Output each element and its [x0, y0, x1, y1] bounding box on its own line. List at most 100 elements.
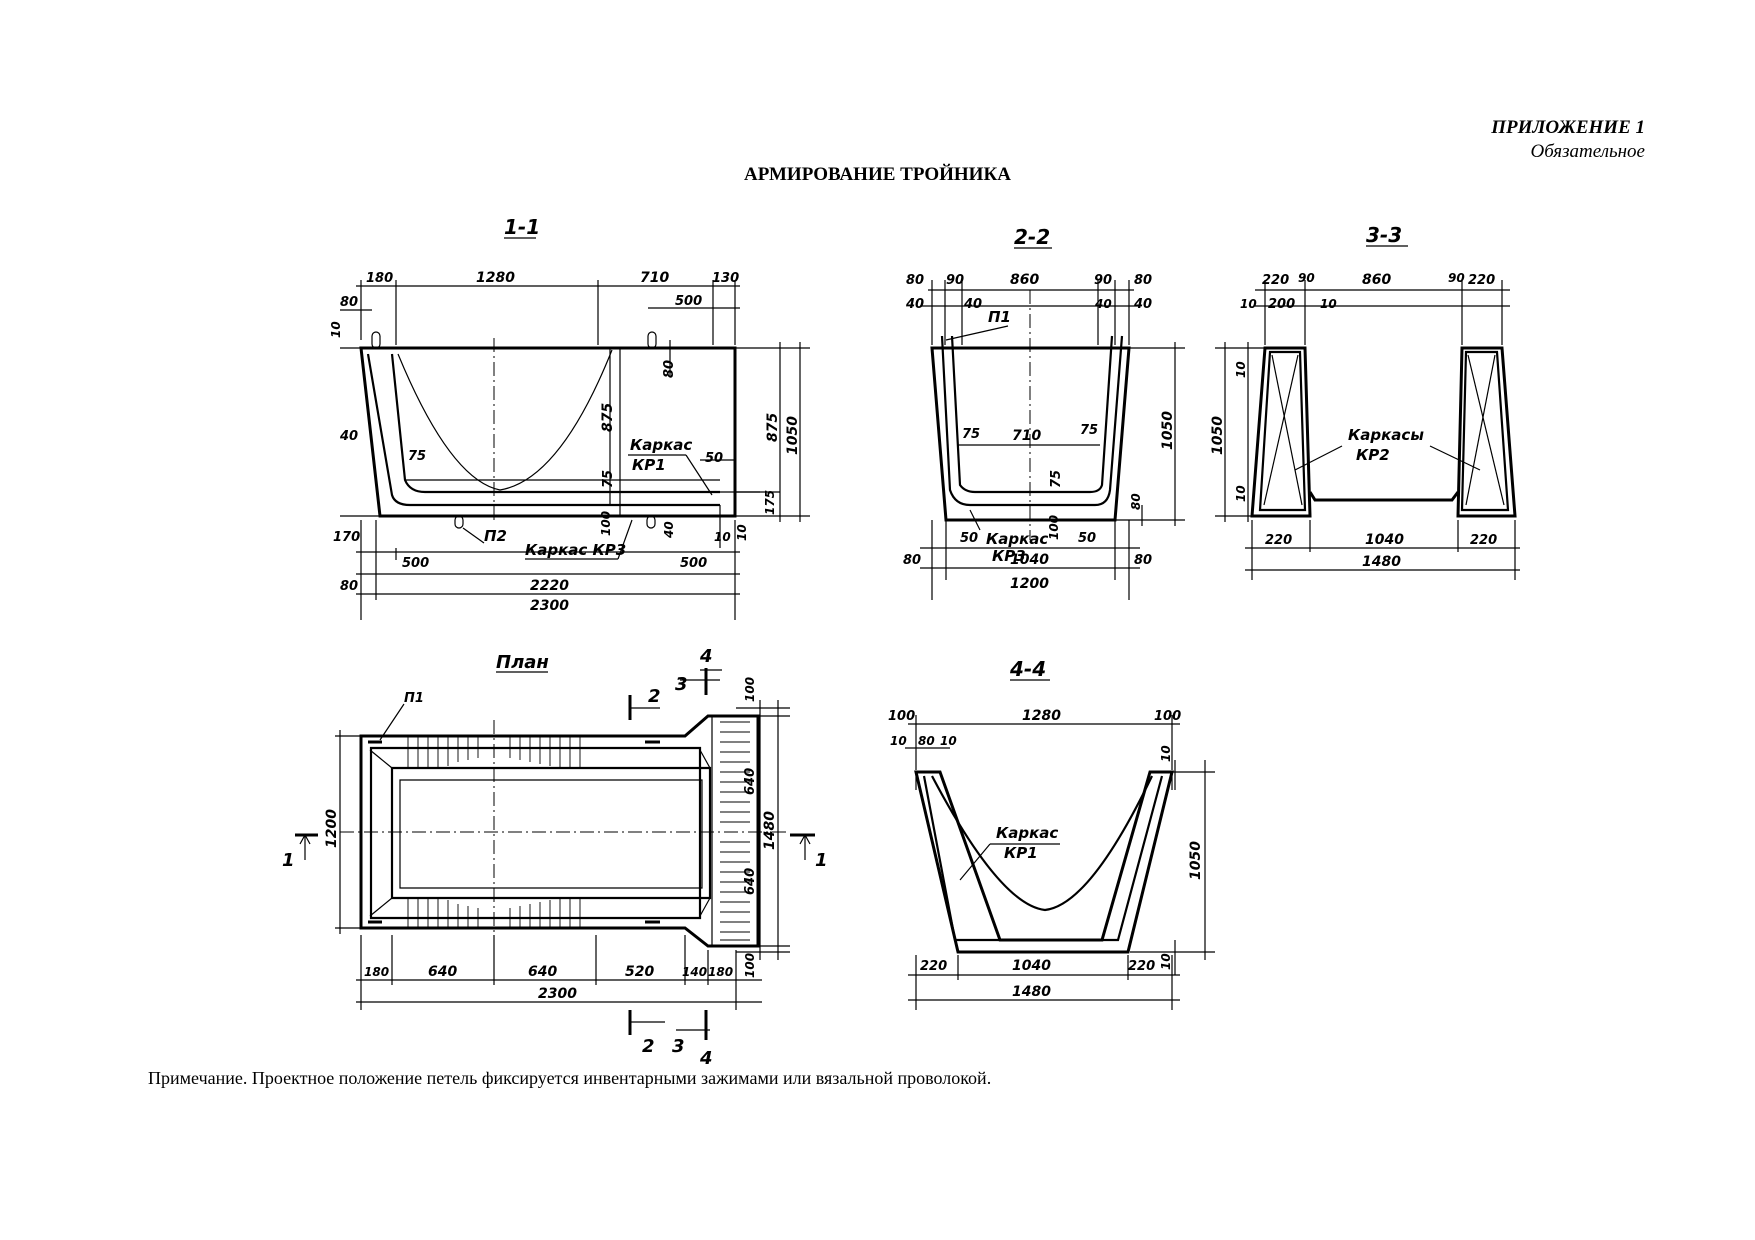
dim: 640: [743, 868, 758, 895]
dim: 1040: [1012, 958, 1051, 974]
plan-outline: [359, 714, 760, 948]
dim: 180: [364, 965, 389, 979]
dim: 10: [1159, 745, 1173, 762]
dim: 10: [1234, 361, 1248, 378]
dim: 100: [743, 677, 757, 702]
dim: 50: [1078, 531, 1096, 546]
plan-view: План: [282, 646, 828, 1069]
dim: 80: [918, 734, 935, 748]
dim: 75: [1080, 423, 1098, 438]
label-kr1-code: КР1: [632, 456, 666, 474]
label-kr3: Каркас КР3: [525, 541, 626, 559]
dim: 180: [708, 965, 733, 979]
footnote: Примечание. Проектное положение петель ф…: [148, 1068, 992, 1088]
label-kr2-code: КР2: [1356, 446, 1390, 464]
dim: 1050: [1210, 416, 1226, 455]
cut-label: 2: [642, 1036, 655, 1057]
dim: 40: [905, 297, 924, 312]
cut-label: 4: [699, 646, 713, 667]
dim: 40: [662, 521, 676, 539]
dim: 75: [601, 470, 616, 488]
dim: 10: [1240, 297, 1257, 311]
dim: 75: [1049, 470, 1064, 488]
section-title: 1-1: [504, 215, 540, 239]
dim: 1050: [1188, 841, 1204, 880]
section-3-3: 3-3: [1210, 223, 1520, 580]
section-2-2: 2-2: [903, 225, 1185, 600]
dim: 80: [1129, 493, 1143, 510]
dim: 80: [662, 360, 677, 378]
dim: 90: [1298, 271, 1315, 285]
dim: 200: [1268, 297, 1295, 312]
appendix-block: ПРИЛОЖЕНИЕ 1 Обязательное: [1491, 116, 1645, 164]
dim: 2300: [530, 598, 569, 614]
dim: 75: [962, 427, 980, 442]
dim: 10: [1320, 297, 1337, 311]
cut-label: 4: [699, 1048, 713, 1069]
dim: 100: [1047, 515, 1061, 540]
label-p1: П1: [988, 308, 1011, 326]
dim: 10: [890, 734, 907, 748]
dim: 10: [1234, 485, 1248, 502]
label-kr3-code: КР3: [992, 547, 1026, 565]
dim: 710: [1012, 428, 1041, 444]
dim: 80: [340, 579, 358, 594]
appendix-status: Обязательное: [1530, 141, 1645, 162]
section-4-4: 4-4: [888, 657, 1215, 1010]
dim: 875: [600, 403, 616, 432]
dim: 50: [705, 451, 723, 466]
dim: 40: [963, 297, 982, 312]
label-kr1: Каркас: [996, 824, 1058, 842]
label-kr1: Каркас: [630, 436, 692, 454]
dim: 500: [680, 556, 707, 571]
dim: 1050: [785, 416, 801, 455]
dim: 80: [1134, 553, 1152, 568]
dim: 175: [763, 490, 777, 515]
dim: 40: [1094, 297, 1112, 311]
label-p1: П1: [404, 691, 424, 706]
label-p2: П2: [484, 527, 507, 545]
dim: 140: [682, 965, 707, 979]
dim: 10: [735, 524, 749, 541]
dim: 220: [1470, 533, 1497, 548]
dim: 80: [903, 553, 921, 568]
dim: 1480: [1362, 554, 1401, 570]
cut-label: 1: [815, 850, 828, 871]
dim: 80: [340, 295, 358, 310]
dim: 875: [765, 413, 781, 442]
label-kr2: Каркасы: [1348, 426, 1424, 444]
dim: 1200: [1010, 576, 1049, 592]
dim: 1480: [1012, 984, 1051, 1000]
dim: 1280: [476, 270, 515, 286]
appendix-label: ПРИЛОЖЕНИЕ 1: [1491, 117, 1645, 138]
dim: 50: [960, 531, 978, 546]
dim: 220: [1468, 273, 1495, 288]
dim: 10: [329, 321, 343, 338]
dim: 100: [743, 953, 757, 978]
dim: 2220: [530, 578, 569, 594]
section-title: План: [496, 652, 549, 673]
label-kr1-code: КР1: [1004, 844, 1038, 862]
section-outline: [914, 770, 1174, 954]
dim: 1280: [1022, 708, 1061, 724]
dim: 10: [714, 530, 731, 544]
section-title: 2-2: [1014, 225, 1050, 249]
dim: 640: [743, 768, 758, 795]
dim: 180: [366, 271, 393, 286]
dim: 1050: [1160, 411, 1176, 450]
dim: 40: [339, 429, 358, 444]
dim: 40: [1133, 297, 1152, 312]
dim: 220: [1128, 959, 1155, 974]
dim: 1480: [762, 811, 778, 850]
sheet-title: АРМИРОВАНИЕ ТРОЙНИКА: [744, 164, 1011, 185]
dim: 500: [402, 556, 429, 571]
dim: 100: [599, 511, 613, 536]
dim: 640: [528, 964, 557, 980]
dim: 1200: [324, 809, 340, 848]
dim: 220: [1262, 273, 1289, 288]
dim: 860: [1362, 272, 1391, 288]
section-1-1: 1-1: [329, 215, 810, 620]
dim: 500: [675, 294, 702, 309]
